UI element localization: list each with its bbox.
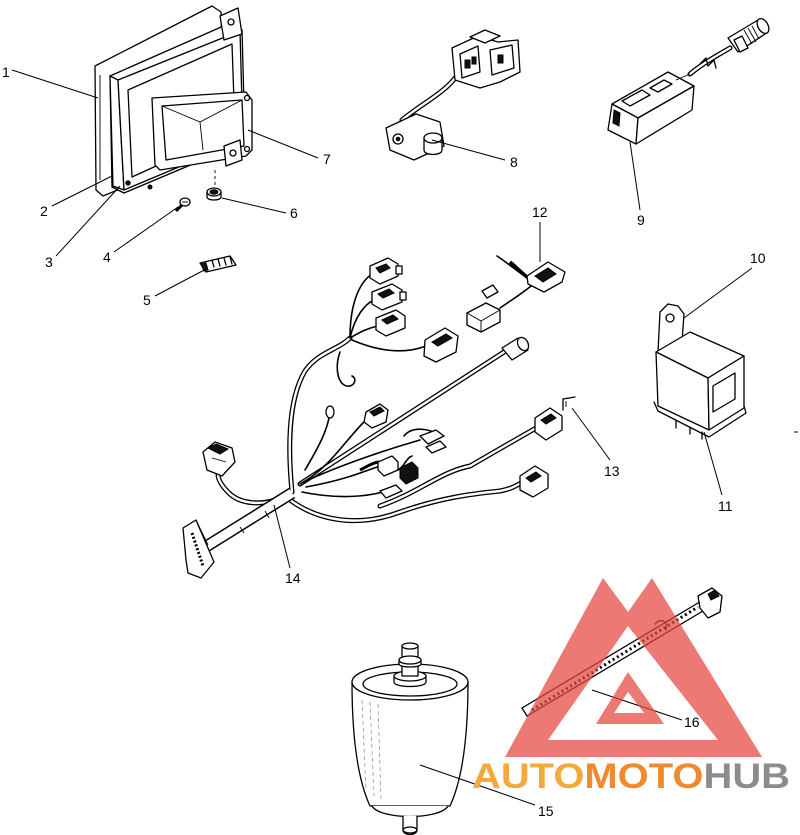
part-small-connectors xyxy=(466,255,566,333)
part-wiring-harness xyxy=(182,257,563,579)
leader-line-8 xyxy=(431,139,506,161)
leader-line-2 xyxy=(51,175,113,207)
leader-line-16 xyxy=(591,689,683,721)
leader-line-7 xyxy=(247,129,319,159)
callout-6: 6 xyxy=(290,205,298,221)
callout-10: 10 xyxy=(750,250,766,266)
leader-line-4 xyxy=(113,206,179,253)
part-nut xyxy=(206,187,222,201)
callout-16: 16 xyxy=(684,714,700,730)
leader-line-9 xyxy=(629,141,641,211)
harness-left-plug xyxy=(202,441,236,477)
callout-4: 4 xyxy=(103,249,111,265)
part-sensor-connector xyxy=(385,29,521,161)
callout-9: 9 xyxy=(637,212,645,228)
callout-8: 8 xyxy=(510,154,518,170)
part-ecu-module xyxy=(94,5,253,197)
leader-line-6 xyxy=(221,197,287,214)
callout-5: 5 xyxy=(143,292,151,308)
leader-line-1 xyxy=(11,69,99,99)
callout-3: 3 xyxy=(45,254,53,270)
callout-12: 12 xyxy=(532,204,548,220)
part-wire-clip xyxy=(562,396,576,411)
callout-14: 14 xyxy=(285,570,301,586)
watermark-moto: MOTO xyxy=(584,757,703,796)
callout-2: 2 xyxy=(40,203,48,219)
callout-15: 15 xyxy=(538,803,554,819)
part-screw xyxy=(174,197,191,213)
ecu-tab-hole xyxy=(227,18,235,26)
callout-1: 1 xyxy=(2,64,10,80)
callout-13: 13 xyxy=(604,463,620,479)
watermark-auto: AUTO xyxy=(472,757,584,796)
part-relay xyxy=(653,303,747,440)
leader-line-13 xyxy=(571,407,611,461)
leader-line-5 xyxy=(154,267,209,297)
watermark-hub: HUB xyxy=(703,757,790,796)
callout-labels: 1 2 3 4 5 6 7 8 9 10 11 12 13 14 15 16 xyxy=(2,64,766,819)
callout-7: 7 xyxy=(323,151,331,167)
callout-11: 11 xyxy=(718,498,733,514)
leader-line-10 xyxy=(683,267,753,319)
leader-line-11 xyxy=(703,431,723,496)
part-clip xyxy=(199,255,237,273)
leader-line-15 xyxy=(419,764,536,806)
leader-line-3 xyxy=(55,185,121,257)
leader-lines xyxy=(11,69,798,806)
part-fuel-filter xyxy=(351,642,469,835)
leader-line-14 xyxy=(273,504,291,569)
relay-label xyxy=(712,372,736,413)
part-probe-sensor xyxy=(607,17,770,145)
watermark-logo-icon xyxy=(505,578,762,757)
